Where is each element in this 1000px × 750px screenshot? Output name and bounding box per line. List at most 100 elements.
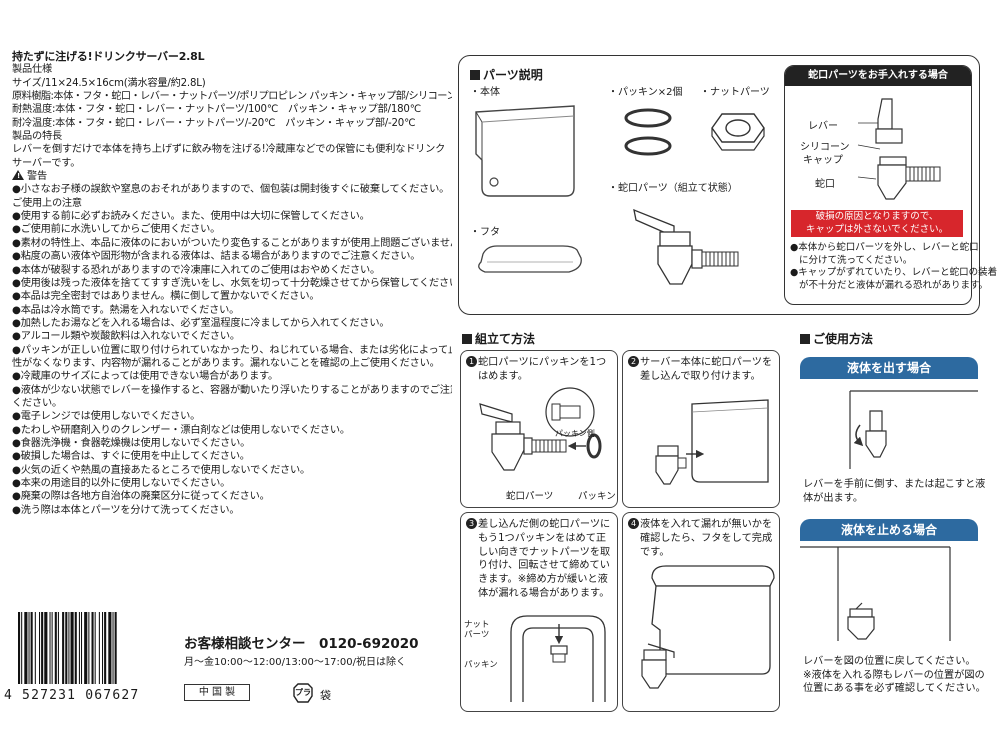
caution-item: ●パッキンが正しい位置に取り付けられていなかったり、ねじれている場合、または劣化… [12, 344, 452, 356]
barcode-bar [104, 612, 107, 684]
heat-spec: 耐熱温度:本体・フタ・蛇口・レバー・ナットパーツ/100℃ パッキン・キャップ部… [12, 104, 421, 116]
barcode-bar [21, 612, 23, 684]
caution-item: ●使用後は残った液体を捨ててすすぎ洗いをし、水気を切って十分乾燥させてから保管し… [12, 277, 452, 289]
barcode-bars [18, 612, 117, 684]
caution-item: ●廃棄の際は各地方自治体の廃棄区分に従ってください。 [12, 491, 270, 503]
stop-line: ※液体を入れる際もレバーの位置が図の [803, 669, 985, 681]
caution-item: ●本来の用途目的以外に使用しないでください。 [12, 478, 231, 489]
maintenance-note: に分けて洗ってください。 [799, 254, 913, 266]
step-2-illustration [655, 399, 769, 485]
usage-heading: ご使用方法 [800, 330, 873, 347]
lever-label: レバー [808, 121, 838, 132]
barcode-bar [30, 612, 33, 684]
caution-item: ●使用する前に必ずお読みください。また、使用中は大切に保管してください。 [12, 211, 370, 223]
recycle-mark-label: プラ [295, 688, 311, 697]
caution-item: ●洗う際は本体とパーツを分けて洗ってください。 [12, 504, 240, 516]
caution-item: ●アルコール類や炭酸飲料は入れないでください。 [12, 331, 240, 343]
maintenance-title: 蛇口パーツをお手入れする場合 [785, 66, 971, 86]
step-number: 4 [628, 518, 639, 529]
barcode-bar [81, 612, 83, 684]
step-number: 2 [628, 356, 639, 367]
barcode-bar [54, 612, 57, 684]
caution-heading: ご使用上の注意 [12, 197, 82, 209]
step-line: はめます。 [478, 370, 528, 382]
barcode-bar [57, 612, 59, 684]
caution-item: ●本品は完全密封ではありません。横に倒して置かないでください。 [12, 291, 320, 303]
cap-label: シリコーン [800, 142, 850, 153]
warning-heading: ! 警告 [12, 170, 452, 183]
nut-label: ナット パーツ [464, 620, 490, 640]
warning-line: ●小さなお子様の誤飲や窒息のおそれがありますので、個包装は開封後すぐに破棄してく… [12, 184, 450, 196]
nut-label-line: ナット [464, 620, 490, 630]
parts-heading-label: パーツ説明 [483, 68, 543, 82]
caution-item: ください。 [12, 397, 62, 409]
step-3-illustration [510, 615, 606, 702]
caution-item: ●冷蔵庫のサイズによっては使用できない場合があります。 [12, 371, 279, 383]
caution-item: ●液体が少ない状態でレバーを操作すると、容器が動いたり浮いたりすることがあります… [12, 384, 452, 396]
faucet-illustration [633, 208, 739, 285]
red-warning-line: キャップは外さないでください。 [805, 223, 949, 235]
step-4-panel [622, 512, 780, 712]
cap-label: キャップ [803, 155, 843, 166]
spec-heading: 製品仕様 [12, 64, 52, 76]
barcode-bar [18, 612, 21, 684]
step-line: 差し込んで取り付けます。 [640, 370, 761, 382]
barcode-number: 4 527231 067627 [4, 688, 140, 703]
barcode-bar [62, 612, 65, 684]
maintenance-box: 蛇口パーツをお手入れする場合 破損の原因となりますので、 キャップは外さないでく… [784, 65, 972, 305]
assembly-heading: 組立て方法 [462, 330, 535, 347]
origin-label: 中 国 製 [184, 684, 250, 701]
step-1-panel [460, 350, 618, 508]
faucet-label: 蛇口 [815, 179, 835, 190]
body-illustration [475, 105, 575, 197]
parts-heading: パーツ説明 [470, 66, 543, 83]
thread [701, 251, 739, 267]
stop-illustration [800, 546, 951, 641]
red-warning: 破損の原因となりますので、 キャップは外さないでください。 [791, 210, 963, 237]
barcode-bar [94, 612, 96, 684]
section-square-icon [800, 333, 810, 344]
barcode-bar [41, 612, 44, 684]
step-line: きます。※締め方が緩いと液 [478, 574, 608, 586]
nut-illustration [711, 113, 765, 151]
pour-line: 体が出ます。 [803, 493, 864, 504]
usage-heading-label: ご使用方法 [813, 332, 874, 346]
caution-item: ●加熱したお湯などを入れる場合は、必ず室温程度に冷ましてから入れてください。 [12, 317, 390, 329]
step-line: 体が漏れる場合があります。 [478, 587, 610, 599]
barcode-bar [28, 612, 30, 684]
caution-item: ●火気の近くや熱風の直接あたるところで使用しないでください。 [12, 464, 311, 476]
step-number: 3 [466, 518, 477, 529]
pour-illustration [849, 390, 978, 469]
barcode-bar [88, 612, 90, 684]
recycle-mark: プラ [290, 682, 316, 704]
part-nut-label: ・ナットパーツ [700, 87, 770, 98]
barcode-bar [49, 612, 51, 684]
barcode-bar [44, 612, 48, 684]
section-square-icon [470, 69, 480, 80]
step-line: もう1つパッキンをはめて正 [478, 532, 607, 544]
warning-label: 警告 [27, 171, 48, 183]
caution-item: ●本体が破裂する恐れがありますので冷凍庫に入れてのご使用はおやめください。 [12, 264, 380, 276]
size-spec: サイズ/11×24.5×16cm(満水容量/約2.8L) [12, 77, 206, 89]
maintenance-note: が不十分だと液体が漏れる恐れがあります。 [799, 279, 989, 291]
barcode-bar [24, 612, 28, 684]
step-number: 1 [466, 356, 477, 367]
step-line: サーバー本体に蛇口パーツを [640, 357, 773, 368]
section-square-icon [462, 333, 472, 344]
caution-item: ●破損した場合は、すぐに使用を中止してください。 [12, 451, 250, 463]
step-line: しい向きでナットパーツを取 [478, 546, 611, 558]
barcode-bar [102, 612, 104, 684]
barcode-bar [65, 612, 68, 684]
barcode-bar [70, 612, 74, 684]
caution-list: ●使用する前に必ずお読みください。また、使用中は大切に保管してください。●ご使用… [12, 210, 452, 517]
pour-line: レバーを手前に倒す、または起こすと液 [803, 479, 986, 490]
zoom-label: パッキン側 [555, 429, 595, 438]
step-1-illustration [479, 387, 602, 471]
step-3-packing-label: パッキン [464, 660, 498, 670]
caution-item: ●食器洗浄機・食器乾燥機は使用しないでください。 [12, 437, 251, 449]
step-1-packing-label: パッキン [578, 491, 616, 502]
step-line: り付け、回転させて締めてい [478, 560, 610, 572]
lid-illustration [478, 245, 582, 273]
